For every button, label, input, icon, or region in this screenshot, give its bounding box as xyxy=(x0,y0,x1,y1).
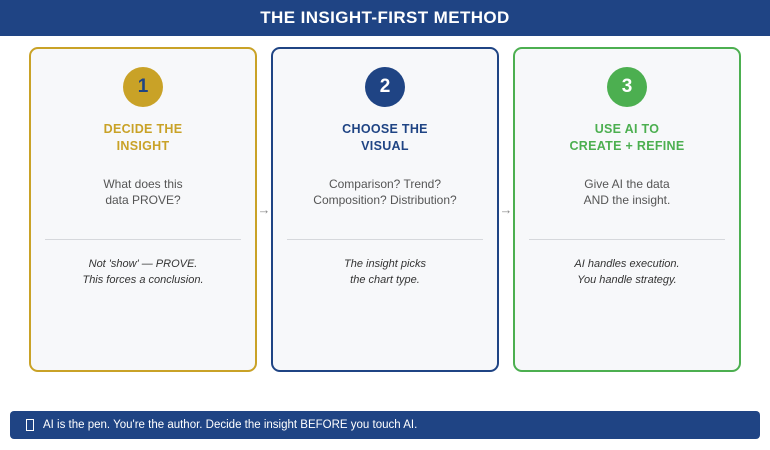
arrow-right-icon: → xyxy=(499,202,513,217)
step-body-1: What does this data PROVE? xyxy=(103,176,183,207)
step-card-1[interactable]: 1 DECIDE THE INSIGHT What does this data… xyxy=(29,47,257,372)
arrow-right-icon: → xyxy=(257,202,271,217)
step-title-3: USE AI TO CREATE + REFINE xyxy=(569,122,685,154)
step-body-3: Give AI the data AND the insight. xyxy=(583,176,671,207)
step-body-2: Comparison? Trend? Composition? Distribu… xyxy=(313,176,457,207)
step-title-2: CHOOSE THE VISUAL xyxy=(342,122,428,154)
missing-glyph-box-icon xyxy=(26,419,34,431)
footer-text: AI is the pen. You're the author. Decide… xyxy=(43,419,418,431)
step-card-3[interactable]: 3 USE AI TO CREATE + REFINE Give AI the … xyxy=(513,47,741,372)
step-note-3: AI handles execution. You handle strateg… xyxy=(574,257,680,286)
step-number-badge-3: 3 xyxy=(607,67,647,107)
step-card-2[interactable]: 2 CHOOSE THE VISUAL Comparison? Trend? C… xyxy=(271,47,499,372)
step-divider-2 xyxy=(287,238,483,240)
step-number-badge-1: 1 xyxy=(123,67,163,107)
step-divider-3 xyxy=(529,238,725,240)
footer-banner: AI is the pen. You're the author. Decide… xyxy=(10,411,760,439)
step-title-1: DECIDE THE INSIGHT xyxy=(103,122,183,154)
header-bar: THE INSIGHT-FIRST METHOD xyxy=(0,0,770,36)
steps-row: 1 DECIDE THE INSIGHT What does this data… xyxy=(0,47,770,372)
step-note-2: The insight picks the chart type. xyxy=(344,257,426,286)
step-note-1: Not 'show' — PROVE. This forces a conclu… xyxy=(82,257,204,286)
page-title: THE INSIGHT-FIRST METHOD xyxy=(260,8,510,27)
step-divider-1 xyxy=(45,238,241,240)
step-number-badge-2: 2 xyxy=(365,67,405,107)
